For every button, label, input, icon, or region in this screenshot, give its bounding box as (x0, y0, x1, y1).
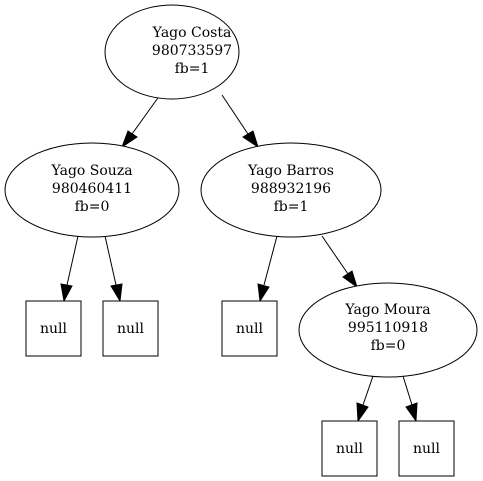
null-leaf-souza-left: null (25, 300, 82, 357)
node-fb: fb=1 (175, 61, 210, 77)
node-fb: fb=0 (371, 338, 406, 354)
tree-node-yago-moura: Yago Moura 995110918 fb=0 (298, 282, 478, 378)
null-leaf-moura-right: null (398, 420, 455, 477)
edge-souza-right-null (104, 235, 123, 303)
node-fb: fb=0 (75, 199, 110, 215)
tree-node-yago-barros: Yago Barros 988932196 fb=1 (200, 142, 382, 238)
edge-moura-left-null (356, 375, 374, 423)
node-name: Yago Moura (344, 302, 430, 318)
null-leaf-souza-right: null (102, 300, 159, 357)
null-leaf-barros-left: null (221, 300, 278, 357)
tree-node-yago-souza: Yago Souza 980460411 fb=0 (4, 142, 180, 238)
edge-souza-left-null (60, 235, 79, 303)
node-name: Yago Costa (152, 25, 232, 41)
edge-moura-right-null (402, 375, 418, 423)
null-label: null (40, 321, 68, 337)
edges (60, 94, 418, 423)
null-label: null (336, 441, 364, 457)
node-fb: fb=1 (274, 199, 309, 215)
node-phone: 995110918 (348, 320, 428, 336)
null-label: null (117, 321, 145, 337)
edge-costa-barros (221, 94, 259, 149)
null-label: null (236, 321, 264, 337)
node-phone: 988932196 (251, 181, 331, 197)
null-label: null (413, 441, 441, 457)
node-phone: 980460411 (52, 181, 132, 197)
tree-node-yago-costa: Yago Costa 980733597 fb=1 (104, 4, 240, 100)
edge-barros-moura (321, 235, 358, 289)
node-phone: 980733597 (152, 43, 232, 59)
node-name: Yago Souza (50, 163, 132, 179)
node-name: Yago Barros (247, 163, 334, 179)
edge-barros-left-null (257, 235, 278, 303)
edge-costa-souza (120, 94, 161, 149)
null-leaf-moura-left: null (321, 420, 378, 477)
